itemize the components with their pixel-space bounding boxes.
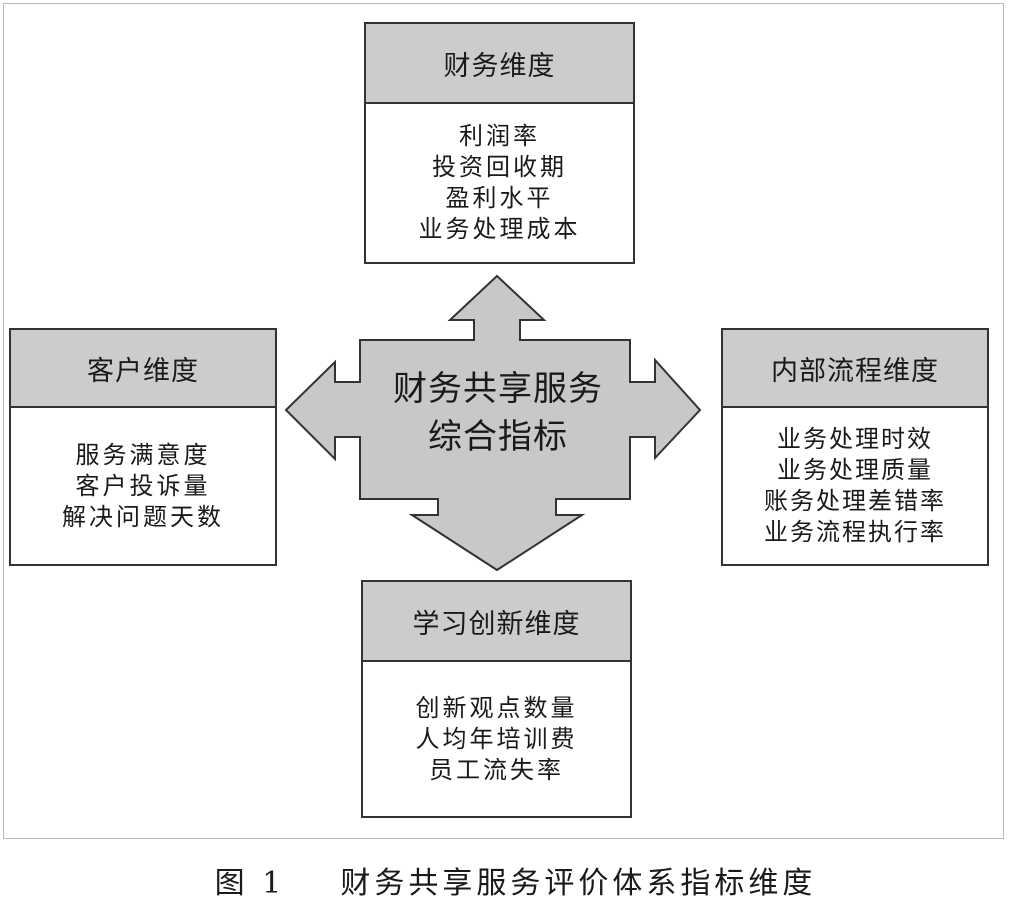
internal-process-item: 业务处理质量 [777,456,933,484]
customer-dimension-title: 客户维度 [11,330,275,408]
center-label-line2: 综合指标 [428,417,568,457]
figure-frame [3,3,1004,839]
internal-process-item: 业务流程执行率 [764,518,946,546]
learning-innovation-dimension-items: 创新观点数量 人均年培训费 员工流失率 [363,662,630,816]
financial-item: 利润率 [459,122,540,150]
internal-process-dimension-box: 内部流程维度 业务处理时效 业务处理质量 账务处理差错率 业务流程执行率 [721,328,989,566]
figure-caption: 图 1 财务共享服务评价体系指标维度 [0,858,1031,902]
financial-item: 盈利水平 [445,184,554,212]
customer-dimension-items: 服务满意度 客户投诉量 解决问题天数 [11,408,275,564]
financial-item: 投资回收期 [432,153,567,181]
financial-dimension-box: 财务维度 利润率 投资回收期 盈利水平 业务处理成本 [364,22,635,264]
internal-process-item: 账务处理差错率 [764,487,946,515]
learning-innovation-dimension-title: 学习创新维度 [363,582,630,662]
customer-item: 客户投诉量 [75,471,211,500]
customer-dimension-box: 客户维度 服务满意度 客户投诉量 解决问题天数 [9,328,277,566]
learning-innovation-item: 创新观点数量 [415,693,578,722]
figure-caption-text: 财务共享服务评价体系指标维度 [340,866,817,901]
figure-caption-label: 图 1 [214,866,286,901]
internal-process-dimension-items: 业务处理时效 业务处理质量 账务处理差错率 业务流程执行率 [723,408,987,564]
learning-innovation-dimension-box: 学习创新维度 创新观点数量 人均年培训费 员工流失率 [361,580,632,818]
financial-dimension-title: 财务维度 [366,24,633,104]
financial-item: 业务处理成本 [418,215,581,243]
internal-process-dimension-title: 内部流程维度 [723,330,987,408]
financial-dimension-items: 利润率 投资回收期 盈利水平 业务处理成本 [366,104,633,262]
customer-item: 解决问题天数 [62,502,224,531]
four-way-arrow-shape [284,274,702,572]
center-label-line1: 财务共享服务 [393,369,603,409]
customer-item: 服务满意度 [75,440,211,469]
center-label: 财务共享服务 综合指标 [358,365,638,461]
learning-innovation-item: 员工流失率 [429,755,564,784]
internal-process-item: 业务处理时效 [777,425,933,453]
learning-innovation-item: 人均年培训费 [415,724,578,753]
